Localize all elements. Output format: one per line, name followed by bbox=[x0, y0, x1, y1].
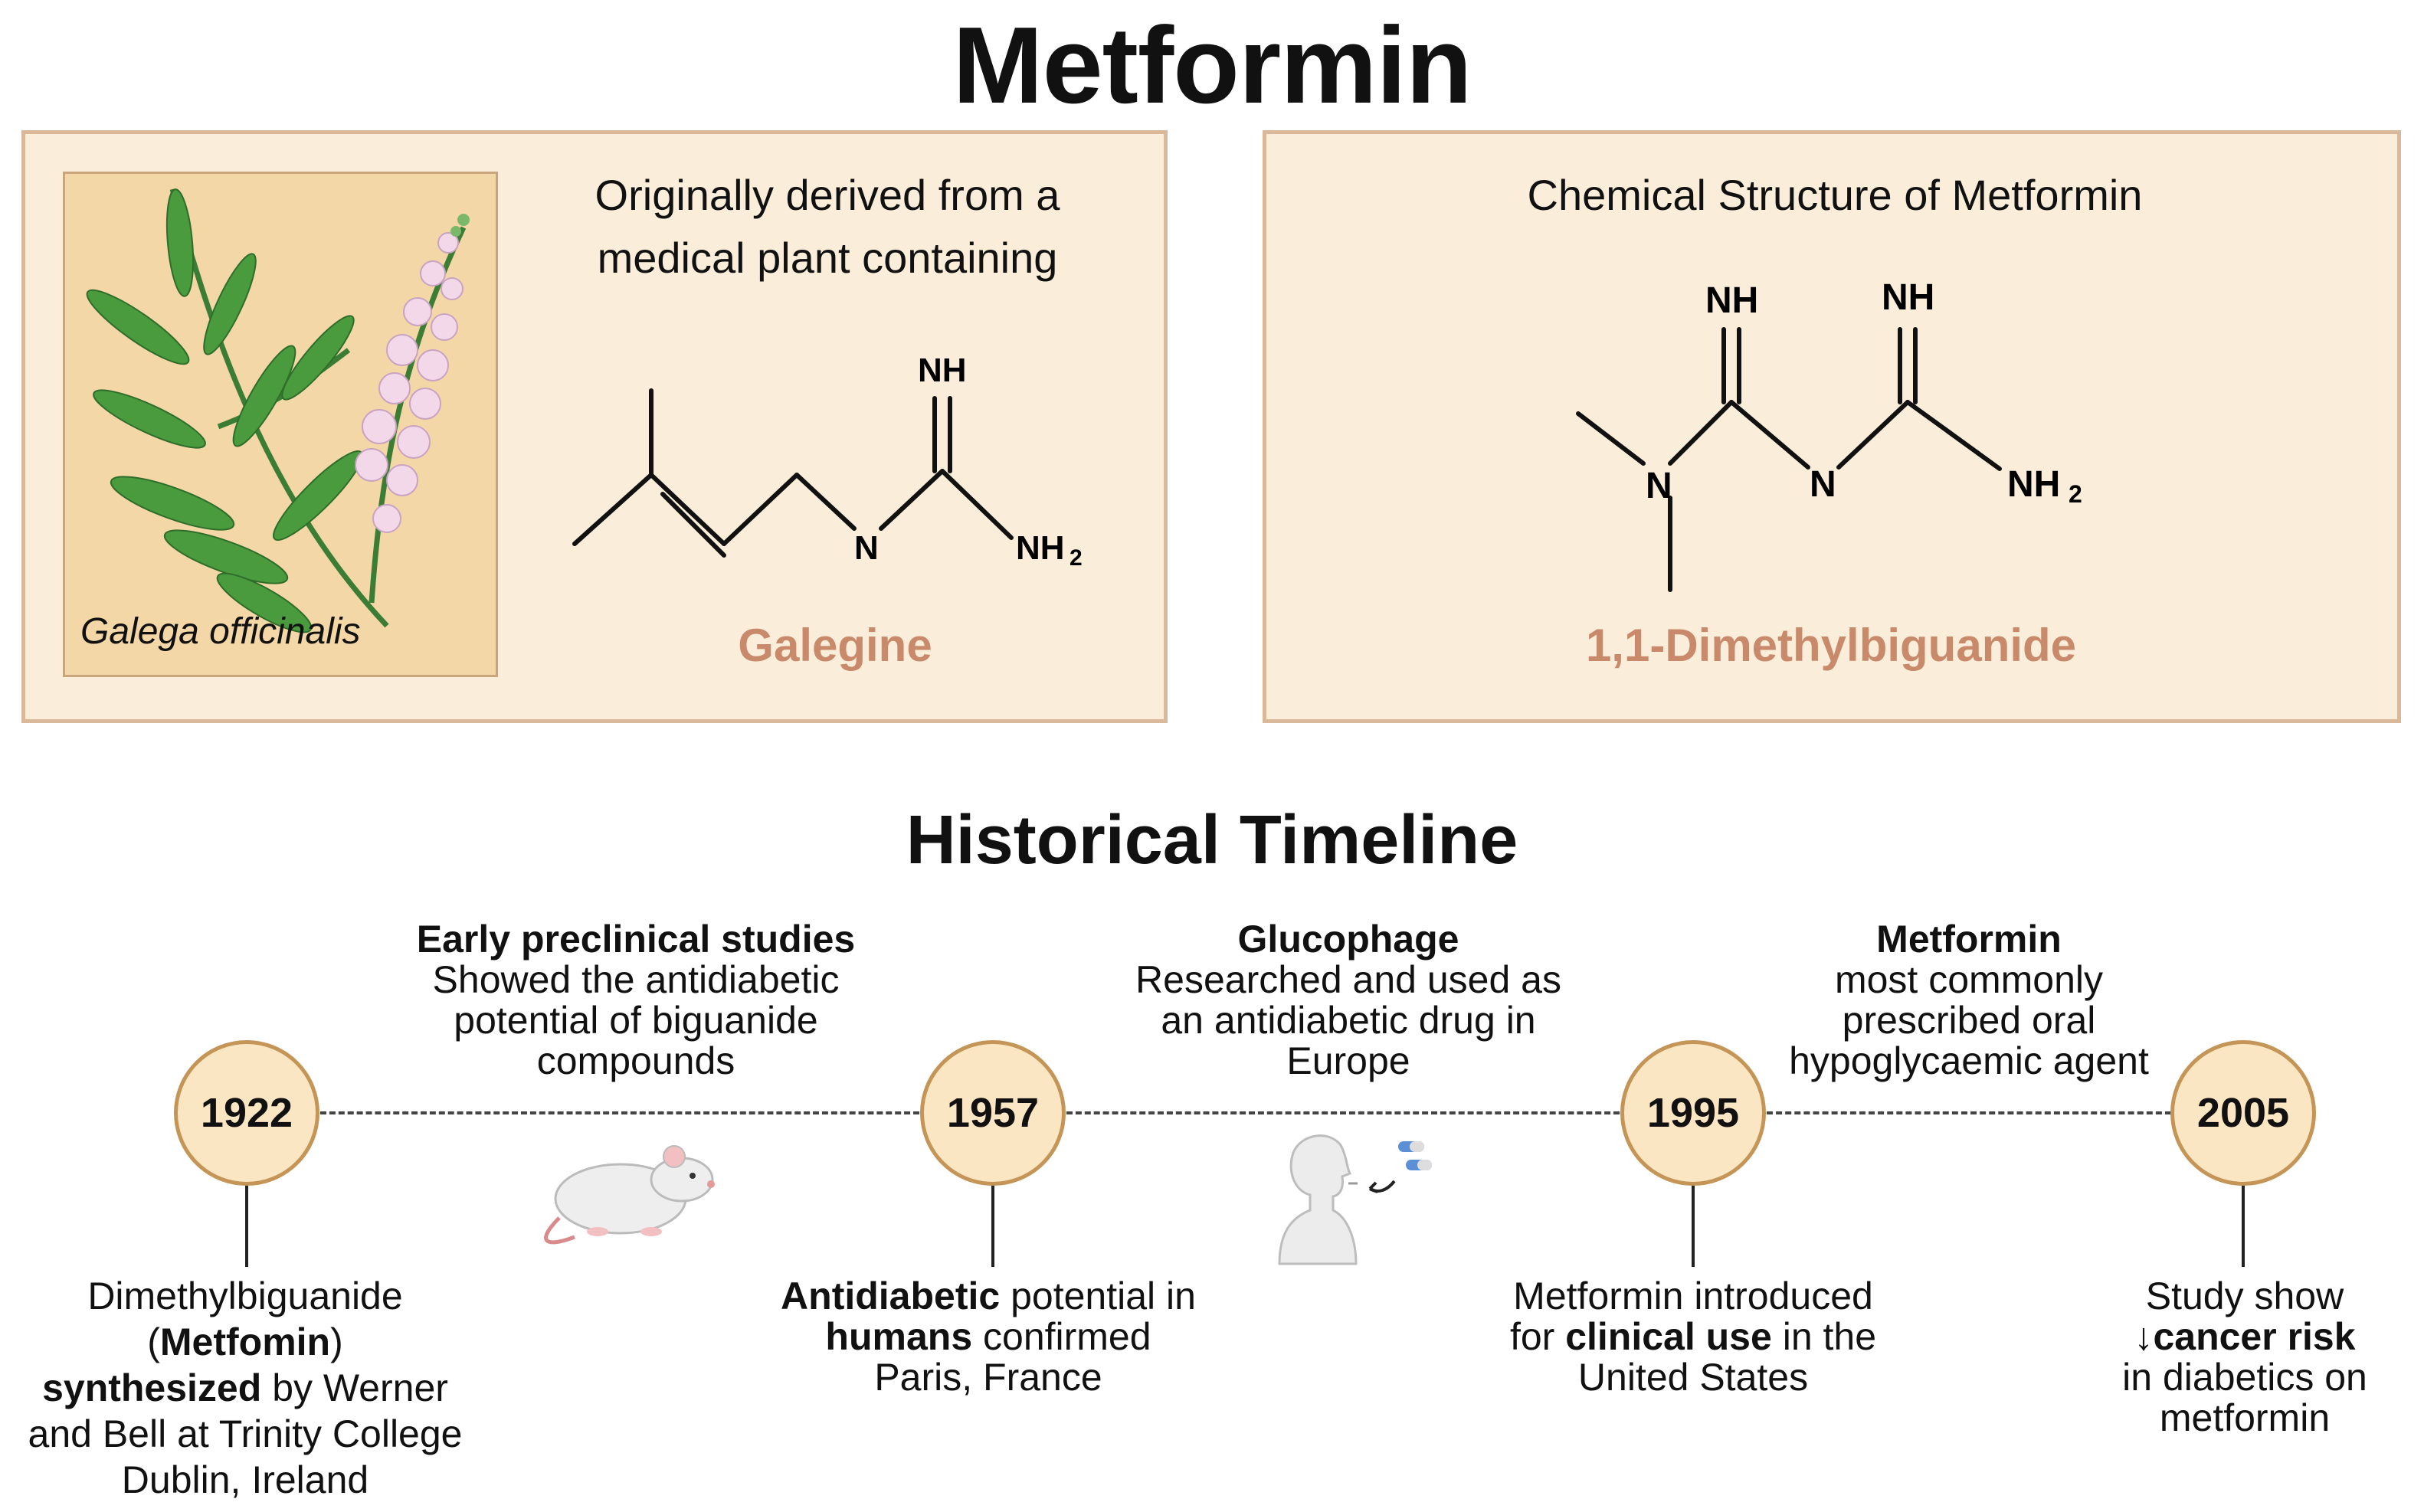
galegine-structure: NH N NH 2 bbox=[572, 352, 1083, 571]
event-line: Metformin introduced bbox=[1513, 1275, 1873, 1317]
event-1922-synthesis: Dimethylbiguanide (Metfomin) synthesized… bbox=[8, 1273, 483, 1503]
event-line: compounds bbox=[536, 1039, 735, 1082]
event-line: (Metfomin) bbox=[147, 1321, 343, 1363]
event-line: for clinical use in the bbox=[1509, 1315, 1877, 1358]
dimethylbiguanide-label: 1,1-Dimethylbiguanide bbox=[1585, 620, 2077, 671]
timeline-title: Historical Timeline bbox=[906, 802, 1518, 879]
plant-illustration-box: Galega officinalis bbox=[63, 172, 498, 677]
timeline-stem-1957 bbox=[991, 1184, 994, 1267]
galegine-n-label: N bbox=[854, 529, 879, 567]
plant-origin-line-1: Originally derived from a bbox=[595, 171, 1060, 219]
event-line: potential of biguanide bbox=[454, 999, 818, 1042]
person-taking-pills-icon bbox=[1278, 1134, 1432, 1265]
event-line: Study show bbox=[2145, 1275, 2344, 1317]
event-line: most commonly bbox=[1834, 958, 2104, 1001]
event-line: Researched and used as bbox=[1135, 958, 1561, 1001]
event-line: Dublin, Ireland bbox=[121, 1458, 369, 1501]
metformin-n-label-1: N bbox=[1646, 466, 1672, 506]
galegine-nh2-label: NH bbox=[1016, 529, 1065, 567]
timeline-stem-2005 bbox=[2242, 1184, 2245, 1267]
event-heading: Early preclinical studies bbox=[416, 918, 856, 961]
plant-origin-text: Originally derived from a medical plant … bbox=[536, 164, 1119, 290]
year-2005: 2005 bbox=[2170, 1040, 2316, 1186]
event-line: Dimethylbiguanide bbox=[87, 1275, 403, 1317]
year-1957: 1957 bbox=[920, 1040, 1066, 1186]
event-line: ↓cancer risk bbox=[2134, 1315, 2356, 1358]
metformin-n-label-2: N bbox=[1810, 464, 1836, 505]
event-line: prescribed oral bbox=[1842, 999, 2096, 1042]
timeline-dash-1 bbox=[320, 1111, 919, 1114]
metformin-nh-label-1: NH bbox=[1705, 280, 1758, 321]
event-line: Antidiabetic potential in bbox=[781, 1275, 1196, 1317]
event-line: Showed the antidiabetic bbox=[432, 958, 840, 1001]
event-early-preclinical: Early preclinical studies Showed the ant… bbox=[352, 919, 919, 1082]
galega-plant-icon bbox=[86, 188, 470, 633]
event-line: an antidiabetic drug in bbox=[1161, 999, 1536, 1042]
year-1995: 1995 bbox=[1620, 1040, 1766, 1186]
event-line: hypoglycaemic agent bbox=[1789, 1039, 2149, 1082]
event-line: in diabetics on bbox=[2122, 1356, 2367, 1399]
event-line: humans confirmed bbox=[825, 1315, 1151, 1358]
event-line: United States bbox=[1577, 1356, 1809, 1399]
event-1957-human-confirmation: Antidiabetic potential in humans confirm… bbox=[720, 1276, 1256, 1398]
main-title: Metformin bbox=[952, 5, 1472, 126]
event-2005-cancer-risk: Study show ↓cancer risk in diabetics on … bbox=[2069, 1276, 2421, 1438]
plant-name-label: Galega officinalis bbox=[80, 611, 361, 652]
metformin-nh2-subscript: 2 bbox=[2069, 480, 2082, 508]
plant-origin-line-2: medical plant containing bbox=[597, 234, 1058, 282]
event-heading: Glucophage bbox=[1237, 918, 1459, 961]
galegine-nh-label: NH bbox=[918, 352, 967, 389]
event-line: and Bell at Trinity College bbox=[28, 1412, 463, 1455]
chemical-structure-panel bbox=[1263, 130, 2401, 723]
event-1995-us-introduction: Metformin introduced for clinical use in… bbox=[1440, 1276, 1946, 1398]
event-line: metformin bbox=[2159, 1396, 2331, 1439]
event-line: Paris, France bbox=[874, 1356, 1102, 1399]
event-line: synthesized by Werner bbox=[42, 1366, 448, 1409]
event-line: Europe bbox=[1286, 1039, 1410, 1082]
timeline-stem-1995 bbox=[1692, 1184, 1695, 1267]
event-metformin-most-prescribed: Metformin most commonly prescribed oral … bbox=[1739, 919, 2199, 1082]
metformin-nh2-label: NH bbox=[2007, 464, 2060, 505]
year-1922: 1922 bbox=[174, 1040, 319, 1186]
timeline-dash-3 bbox=[1767, 1111, 2171, 1114]
timeline-stem-1922 bbox=[245, 1184, 248, 1267]
metformin-nh-label-2: NH bbox=[1882, 277, 1934, 318]
metformin-structure: NH NH N N NH 2 bbox=[1576, 277, 2082, 592]
galegine-label: Galegine bbox=[738, 620, 932, 671]
mouse-icon bbox=[544, 1145, 715, 1245]
event-glucophage: Glucophage Researched and used as an ant… bbox=[1065, 919, 1632, 1082]
timeline-dash-2 bbox=[1066, 1111, 1620, 1114]
chemical-structure-heading: Chemical Structure of Metformin bbox=[1527, 171, 2143, 219]
event-heading: Metformin bbox=[1876, 918, 2062, 961]
galegine-nh2-subscript: 2 bbox=[1070, 545, 1083, 571]
